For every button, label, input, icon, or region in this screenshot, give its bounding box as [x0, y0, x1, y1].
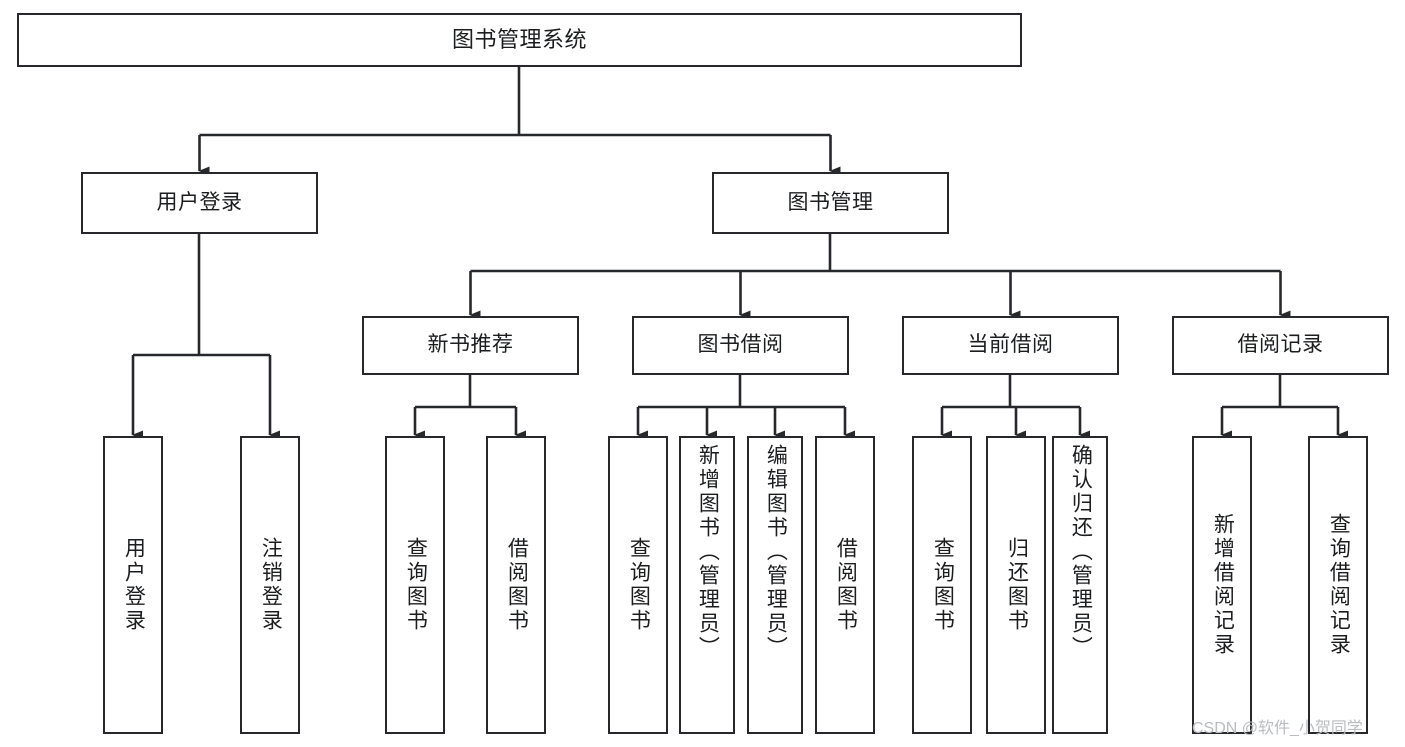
node-label-leaf-confirm-return-admin: 确认归还（管理员） — [1069, 444, 1093, 660]
node-label-leaf-logout: 注销登录 — [259, 537, 283, 633]
node-label-leaf-query-borrow-record: 查询借阅记录 — [1327, 513, 1351, 657]
node-leaf-query-book-2[interactable]: 查询图书 — [608, 436, 668, 734]
node-leaf-return-book[interactable]: 归还图书 — [986, 436, 1046, 734]
node-leaf-borrow-book-1[interactable]: 借阅图书 — [486, 436, 546, 734]
node-label-book-borrow: 图书借阅 — [697, 333, 784, 357]
node-label-root: 图书管理系统 — [451, 27, 587, 53]
node-label-leaf-query-book-1: 查询图书 — [404, 537, 428, 633]
node-leaf-confirm-return-admin[interactable]: 确认归还（管理员） — [1052, 436, 1108, 734]
node-book-management[interactable]: 图书管理 — [712, 172, 949, 234]
node-leaf-user-login[interactable]: 用户登录 — [103, 436, 163, 734]
node-label-leaf-edit-book-admin: 编辑图书（管理员） — [764, 444, 788, 660]
node-leaf-query-borrow-record[interactable]: 查询借阅记录 — [1308, 436, 1368, 734]
node-new-book-recommend[interactable]: 新书推荐 — [362, 316, 579, 375]
node-leaf-edit-book-admin[interactable]: 编辑图书（管理员） — [747, 436, 803, 734]
node-label-new-book-recommend: 新书推荐 — [427, 333, 514, 357]
node-label-leaf-borrow-book-1: 借阅图书 — [505, 537, 529, 633]
node-label-leaf-user-login: 用户登录 — [122, 537, 146, 633]
node-label-user-login: 用户登录 — [156, 190, 243, 214]
node-label-leaf-borrow-book-2: 借阅图书 — [834, 537, 858, 633]
node-label-book-management: 图书管理 — [787, 190, 874, 214]
node-label-current-borrow: 当前借阅 — [967, 333, 1054, 357]
node-label-leaf-query-book-3: 查询图书 — [931, 537, 955, 633]
node-leaf-query-book-1[interactable]: 查询图书 — [385, 436, 445, 734]
node-user-login[interactable]: 用户登录 — [81, 172, 318, 234]
node-leaf-query-book-3[interactable]: 查询图书 — [912, 436, 972, 734]
node-book-borrow[interactable]: 图书借阅 — [632, 316, 849, 375]
node-leaf-add-borrow-record[interactable]: 新增借阅记录 — [1192, 436, 1252, 734]
node-leaf-add-book-admin[interactable]: 新增图书（管理员） — [679, 436, 735, 734]
node-label-leaf-add-book-admin: 新增图书（管理员） — [696, 444, 720, 660]
node-borrow-record[interactable]: 借阅记录 — [1172, 316, 1389, 375]
node-label-leaf-query-book-2: 查询图书 — [627, 537, 651, 633]
node-root[interactable]: 图书管理系统 — [17, 13, 1022, 67]
node-label-leaf-add-borrow-record: 新增借阅记录 — [1211, 513, 1235, 657]
node-current-borrow[interactable]: 当前借阅 — [902, 316, 1119, 375]
node-leaf-borrow-book-2[interactable]: 借阅图书 — [815, 436, 875, 734]
node-leaf-logout[interactable]: 注销登录 — [240, 436, 300, 734]
node-label-leaf-return-book: 归还图书 — [1005, 537, 1029, 633]
node-label-borrow-record: 借阅记录 — [1237, 333, 1324, 357]
